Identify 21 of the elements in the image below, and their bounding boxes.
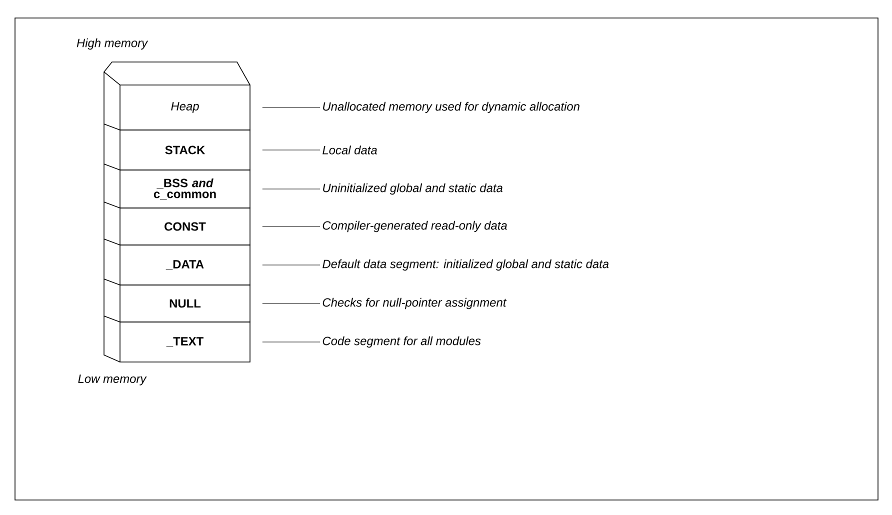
description-text: Unallocated memory used for dynamic allocation — [323, 102, 580, 114]
description-text: Code segment for all modules — [322, 336, 481, 348]
leader-line — [262, 303, 320, 304]
segment-box: CONST — [120, 208, 250, 246]
segment-box: _DATA — [120, 244, 250, 286]
leader-line — [262, 188, 320, 190]
segment-box: NULL — [120, 284, 250, 322]
description-text: Compiler-generated read-only data — [322, 220, 507, 232]
description-text: Checks for null-pointer assignment — [322, 298, 507, 310]
description-text: Default data segment: initialized global and static data — [322, 259, 609, 271]
segment-box: _TEXT — [120, 322, 250, 362]
segment-box: Heap — [120, 84, 250, 130]
description-text: Uninitialized global and static data — [323, 183, 502, 195]
leader-line — [262, 226, 320, 227]
segment-box: STACK — [120, 130, 250, 170]
memory-label: Low memory — [78, 374, 147, 386]
segment-box: _BSS and c_common — [120, 170, 250, 208]
description-text: Local data — [322, 146, 377, 154]
leader-line — [262, 264, 320, 266]
memory-label: High memory — [76, 38, 148, 50]
leader-line — [262, 107, 320, 108]
